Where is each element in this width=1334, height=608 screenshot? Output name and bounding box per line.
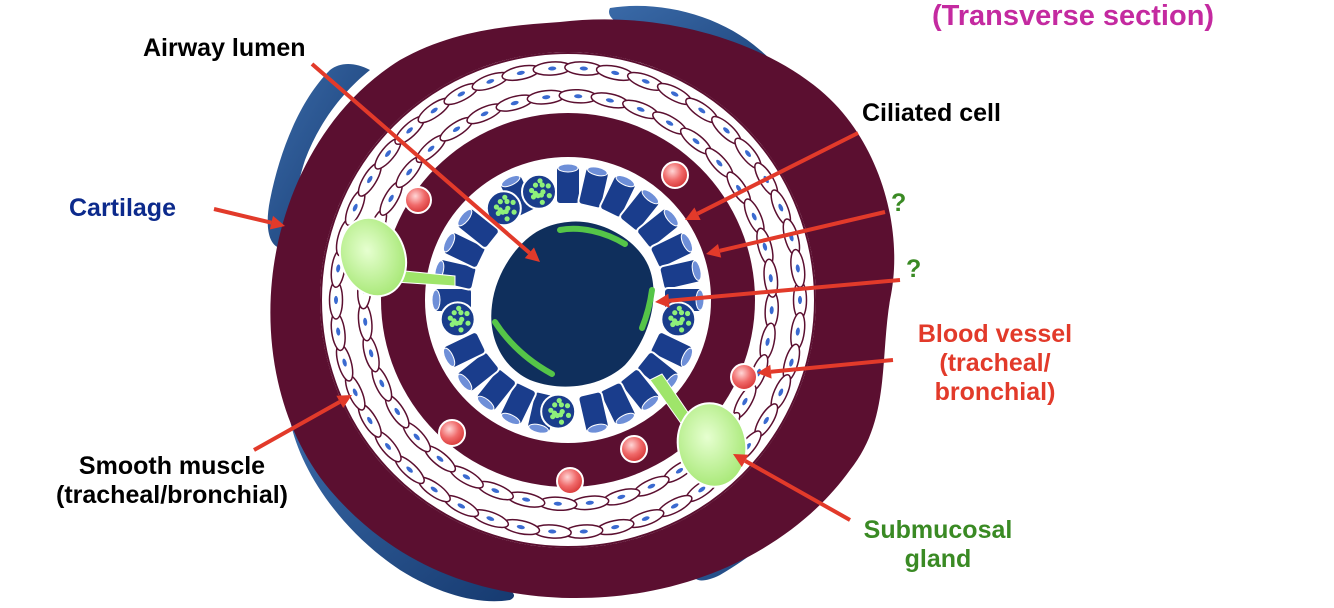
ciliated-cell: [658, 258, 702, 291]
ciliated-cell: [456, 351, 500, 393]
ciliated-cell: [599, 381, 637, 426]
goblet-cell: [521, 173, 557, 210]
arrow-unknown-1: [706, 210, 886, 258]
section-title: (Transverse section): [932, 0, 1215, 32]
ciliated-cell: [619, 188, 661, 232]
smooth-muscle-cell: [626, 71, 665, 91]
smooth-muscle-cell: [328, 280, 344, 320]
blood-vessel: [620, 435, 648, 463]
smooth-muscle-cell: [590, 92, 630, 109]
ciliated-cell: [619, 368, 661, 412]
smooth-muscle-cell: [532, 524, 572, 539]
label-submucosal-line2: gland: [904, 545, 972, 573]
ciliated-cell: [649, 331, 694, 369]
smooth-muscle-cell: [394, 115, 425, 145]
label-blood-vessel-line3: bronchial): [934, 378, 1056, 406]
blood-vessel: [730, 363, 758, 391]
smooth-muscle-cell: [711, 115, 742, 145]
blood-vessel: [556, 467, 584, 495]
smooth-muscle-cell: [439, 116, 474, 142]
label-smooth-muscle-line1: Smooth muscle: [78, 452, 266, 480]
goblet-cell: [540, 393, 577, 430]
ciliated-cell: [499, 381, 537, 426]
goblet-cells: [439, 173, 697, 430]
arrow-cartilage: [213, 207, 285, 230]
gland-right: [676, 402, 748, 488]
goblet-cell: [660, 301, 697, 338]
smooth-muscle-cell: [371, 365, 393, 402]
ciliated-cell: [456, 207, 500, 249]
label-submucosal-gland: Submucosal gland: [838, 516, 1038, 574]
ciliated-cell: [599, 174, 637, 219]
label-blood-vessel-line2: (tracheal/: [939, 349, 1051, 377]
smooth-muscle-cell: [564, 61, 604, 76]
label-airway-lumen: Airway lumen: [143, 34, 306, 62]
smooth-muscle-cell: [743, 198, 765, 235]
pointer-arrows: [213, 62, 901, 522]
ciliated-cell: [577, 390, 610, 434]
smooth-muscle-cell: [501, 518, 541, 536]
smooth-muscle-cell: [330, 312, 346, 352]
smooth-muscle-cell: [790, 248, 806, 288]
arrow-smooth-muscle: [253, 395, 352, 452]
label-blood-vessel-line1: Blood vessel: [917, 320, 1073, 348]
label-unknown-1: ?: [891, 189, 907, 217]
smooth-muscle-cell: [374, 430, 402, 463]
ciliated-cell: [636, 207, 680, 249]
ciliated-cell: [442, 331, 487, 369]
smooth-muscle-cell: [471, 509, 510, 529]
airway-lumen: [491, 221, 654, 387]
label-cartilage: Cartilage: [69, 194, 176, 222]
arrow-blood-vessel: [757, 358, 894, 379]
lining-segment-left: [492, 319, 555, 377]
lining-segment-right: [639, 287, 655, 331]
smooth-muscle-cell: [570, 495, 610, 511]
arrow-airway-lumen: [310, 62, 540, 262]
blood-vessel: [438, 419, 466, 447]
surface-lining-segments: [492, 225, 655, 377]
ciliated-cell: [555, 163, 581, 205]
smooth-muscle-cell: [763, 258, 779, 298]
smooth-muscle-cell: [595, 518, 635, 536]
ciliated-cell: [442, 231, 487, 269]
smooth-muscle-cell: [394, 455, 425, 485]
cilia: [477, 209, 659, 391]
goblet-cell: [485, 190, 522, 227]
blood-vessels: [404, 161, 758, 495]
label-submucosal-line1: Submucosal: [863, 516, 1013, 544]
smooth-muscle-cell: [656, 82, 693, 106]
submucosal-glands: [338, 216, 748, 488]
label-smooth-muscle: Smooth muscle (tracheal/bronchial): [28, 452, 316, 510]
blood-vessel: [404, 186, 432, 214]
ciliated-cell: [475, 368, 517, 412]
arrow-submucosal-gland: [733, 454, 851, 522]
ciliated-cell: [577, 166, 610, 210]
label-smooth-muscle-line2: (tracheal/bronchial): [56, 481, 288, 509]
label-blood-vessel: Blood vessel (tracheal/ bronchial): [895, 320, 1095, 407]
label-unknown-2: ?: [906, 255, 922, 283]
ciliated-cell: [649, 231, 694, 269]
goblet-cell: [439, 301, 476, 338]
gland-left: [338, 216, 408, 298]
blood-vessel: [661, 161, 689, 189]
label-ciliated-cell: Ciliated cell: [862, 99, 1001, 127]
arrow-ciliated-cell: [685, 131, 859, 220]
arrow-unknown-2: [655, 278, 901, 308]
lining-segment-top: [557, 225, 628, 247]
